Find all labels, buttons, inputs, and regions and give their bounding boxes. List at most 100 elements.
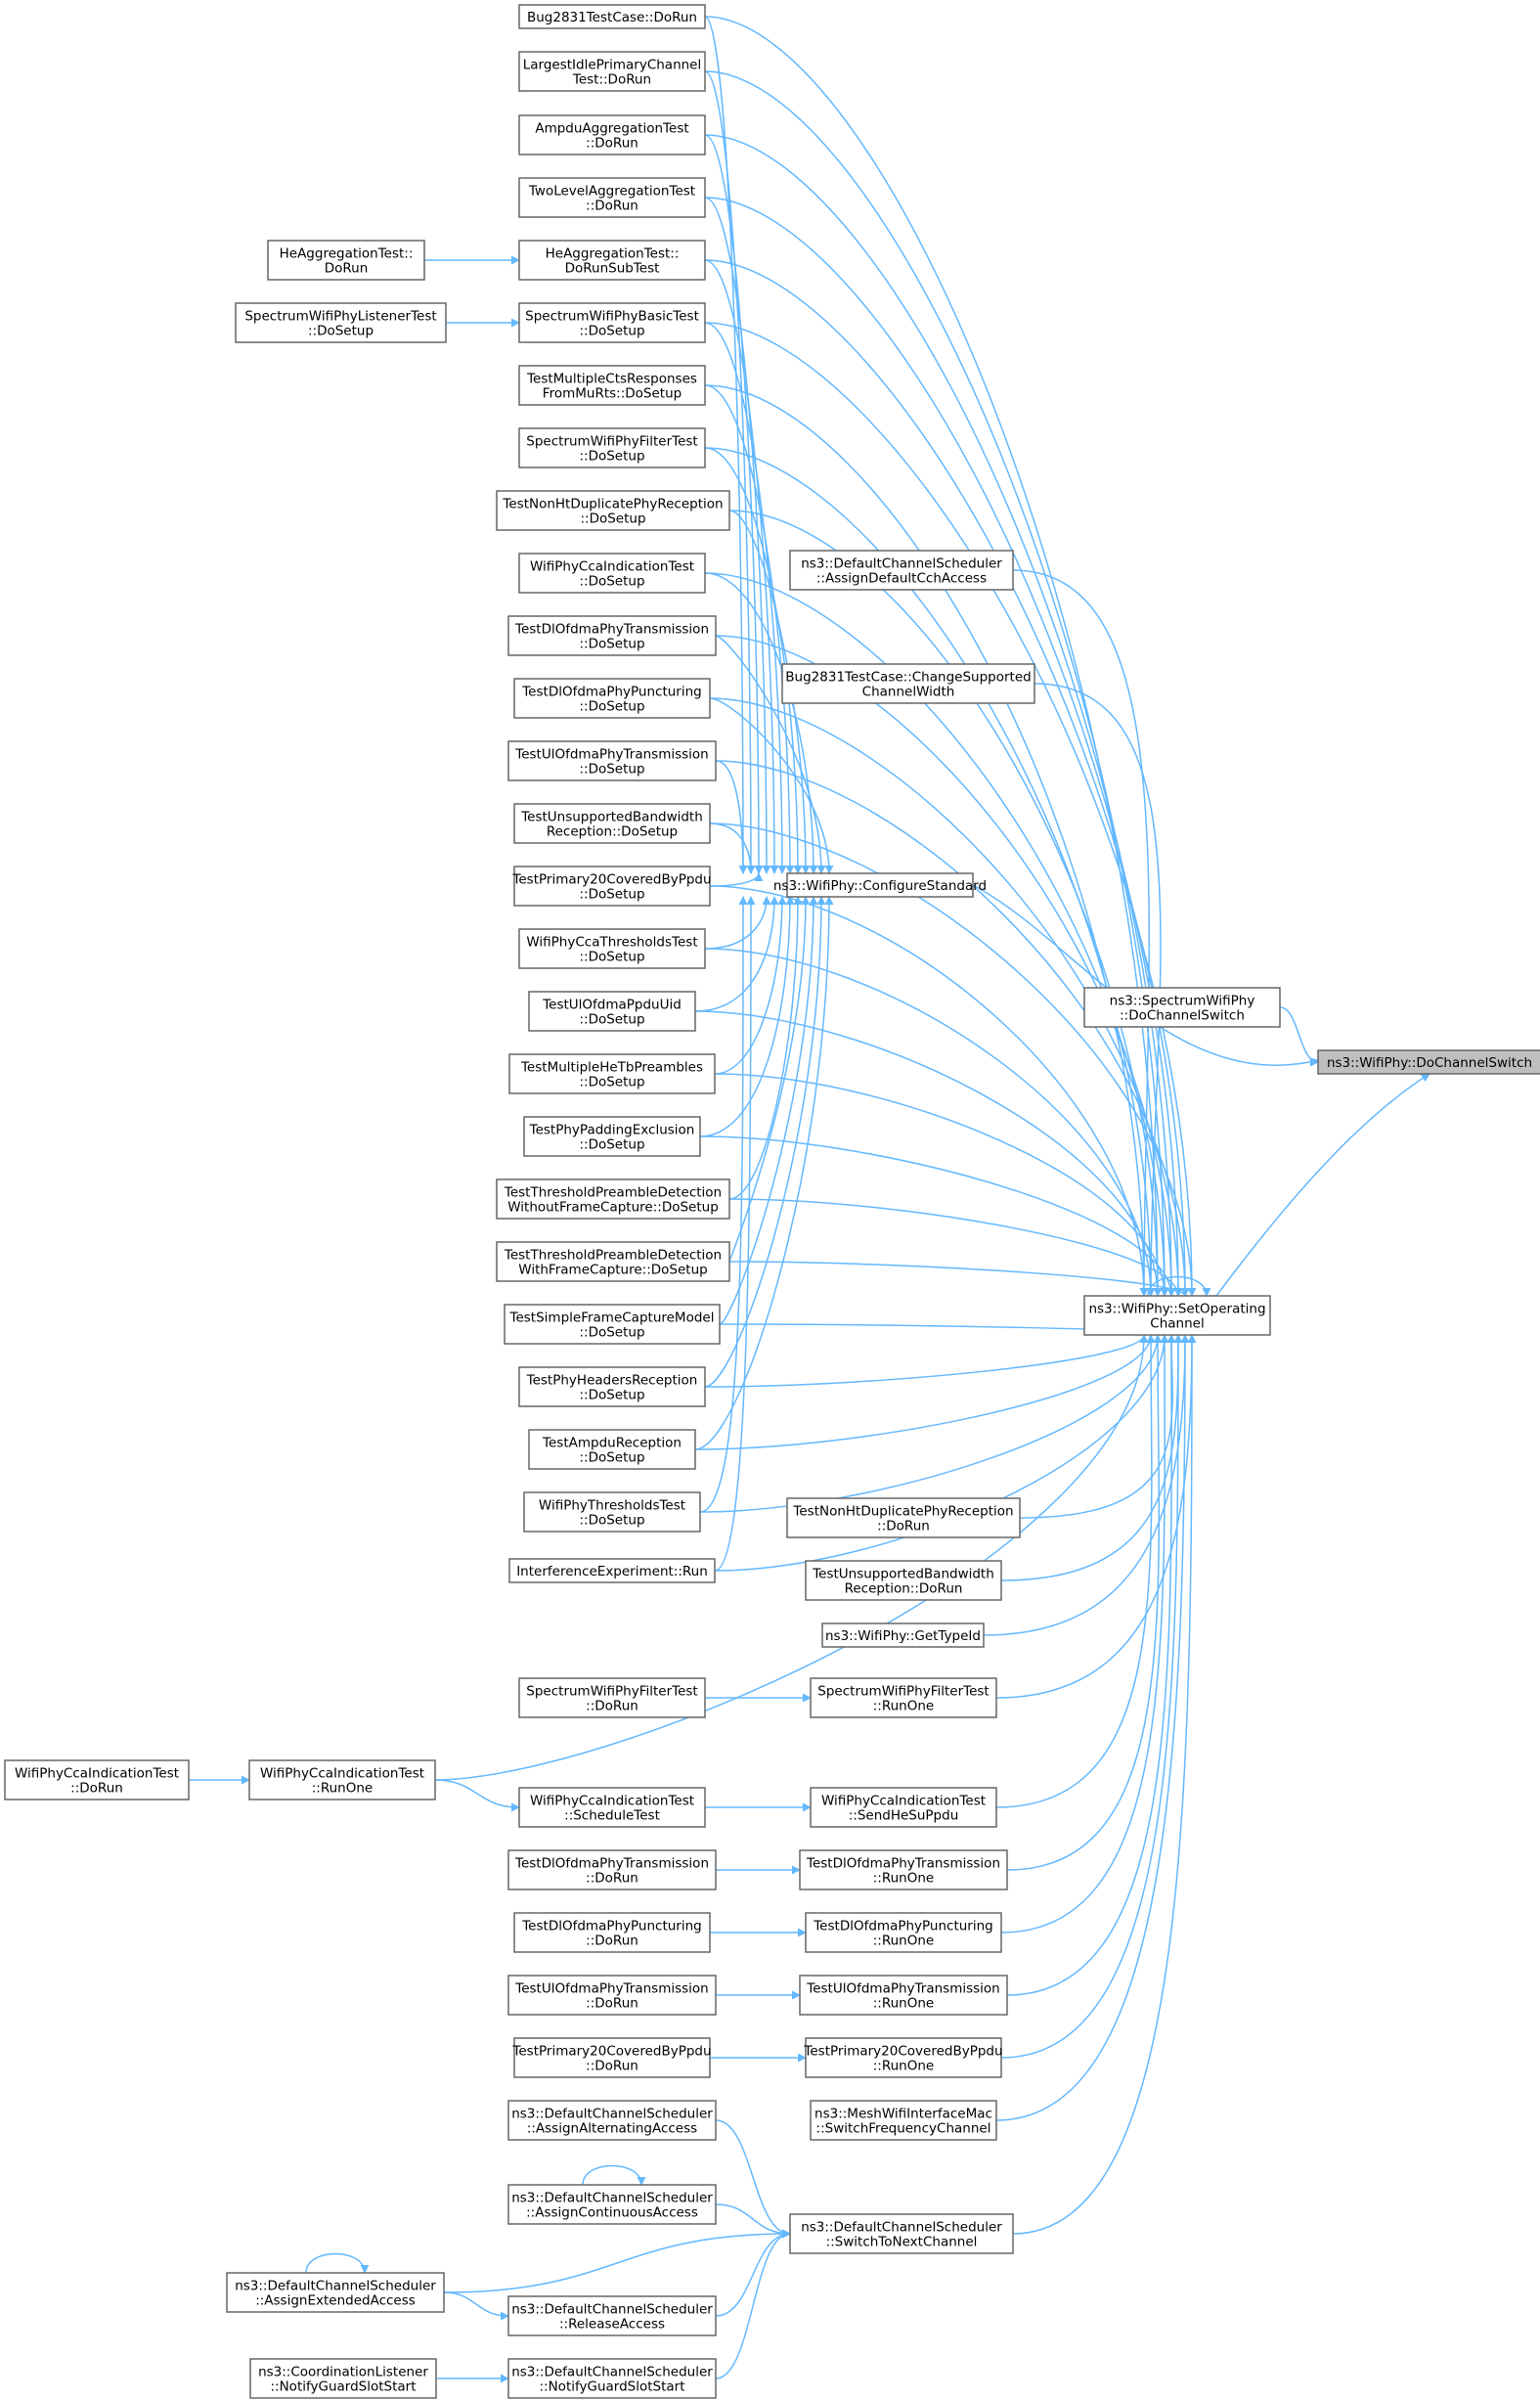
node-notifyguard_coord[interactable]: ns3::CoordinationListener::NotifyGuardSl… xyxy=(249,2358,437,2399)
node-assignextended[interactable]: ns3::DefaultChannelScheduler::AssignExte… xyxy=(226,2272,445,2313)
node-label: ChannelWidth xyxy=(862,685,955,700)
node-label: TwoLevelAggregationTest xyxy=(528,184,695,200)
node-thresh_with[interactable]: TestThresholdPreambleDetectionWithFrameC… xyxy=(496,1241,730,1282)
edge-paddingexcl-to-configurestandard xyxy=(699,896,795,1137)
node-label: ::DoSetup xyxy=(579,1012,644,1028)
graph-edges xyxy=(188,16,1430,2383)
node-assigndefaultcch[interactable]: ns3::DefaultChannelScheduler::AssignDefa… xyxy=(789,550,1014,591)
node-ulofdma_tx_dosetup[interactable]: TestUlOfdmaPhyTransmission::DoSetup xyxy=(507,740,717,781)
node-label: ::DoRun xyxy=(877,1519,930,1534)
node-label: ns3::SpectrumWifiPhy xyxy=(1110,994,1255,1009)
edge-ampdurecep-to-setoperatingchannel xyxy=(694,1334,1156,1450)
node-ccathresh[interactable]: WifiPhyCcaThresholdsTest::DoSetup xyxy=(518,928,706,969)
node-phyheaders[interactable]: TestPhyHeadersReception::DoSetup xyxy=(518,1366,706,1407)
node-label: ::DoSetup xyxy=(579,699,644,715)
node-multiplects[interactable]: TestMultipleCtsResponsesFromMuRts::DoSet… xyxy=(518,365,706,406)
node-filter_dorun[interactable]: SpectrumWifiPhyFilterTest::DoRun xyxy=(518,1677,706,1718)
node-dlofdma_punct_dosetup[interactable]: TestDlOfdmaPhyPuncturing::DoSetup xyxy=(513,678,711,719)
node-nonht_dosetup[interactable]: TestNonHtDuplicatePhyReception::DoSetup xyxy=(496,490,730,531)
node-cca_dosetup[interactable]: WifiPhyCcaIndicationTest::DoSetup xyxy=(518,553,706,594)
node-thresh_without[interactable]: TestThresholdPreambleDetectionWithoutFra… xyxy=(496,1178,730,1220)
node-cca_scheduletest[interactable]: WifiPhyCcaIndicationTest::ScheduleTest xyxy=(518,1787,706,1828)
edge-dlofdma_punct_runone-to-setoperatingchannel xyxy=(1000,1334,1169,1933)
edge-unsupported_dosetup-to-setoperatingchannel xyxy=(709,822,1197,1297)
edge-dlofdma_punct_dosetup-to-configurestandard xyxy=(709,697,834,874)
node-simplecapture[interactable]: TestSimpleFrameCaptureModel::DoSetup xyxy=(504,1304,721,1345)
node-changesupportedcw[interactable]: Bug2831TestCase::ChangeSupportedChannelW… xyxy=(781,663,1035,704)
graph-nodes: ns3::WifiPhy::DoChannelSwitch ns3::Spectr… xyxy=(4,4,1540,2399)
node-dlofdma_tx_runone[interactable]: TestDlOfdmaPhyTransmission::RunOne xyxy=(799,1849,1008,1890)
node-label: TestPhyPaddingExclusion xyxy=(529,1123,695,1138)
node-paddingexcl[interactable]: TestPhyPaddingExclusion::DoSetup xyxy=(523,1116,701,1157)
node-unsupported_dosetup[interactable]: TestUnsupportedBandwidthReception::DoSet… xyxy=(513,803,711,844)
node-primary20_dorun[interactable]: TestPrimary20CoveredByPpdu::DoRun xyxy=(511,2037,712,2078)
edge-bug2831_dorun-to-configurestandard xyxy=(704,16,748,874)
edge-cca_runone-to-cca_scheduletest xyxy=(434,1779,520,1812)
node-twolevelagg[interactable]: TwoLevelAggregationTest::DoRun xyxy=(518,177,706,218)
node-switchtonext[interactable]: ns3::DefaultChannelScheduler::SwitchToNe… xyxy=(789,2213,1014,2254)
node-multiplehetb[interactable]: TestMultipleHeTbPreambles::DoSetup xyxy=(508,1053,716,1094)
node-label: ::DoSetup xyxy=(308,324,374,339)
node-label: ::SendHeSuPpdu xyxy=(849,1808,959,1824)
node-meshswitch[interactable]: ns3::MeshWifiInterfaceMac::SwitchFrequen… xyxy=(810,2100,997,2141)
node-ulppduuid[interactable]: TestUlOfdmaPpduUid::DoSetup xyxy=(528,991,696,1032)
node-dlofdma_punct_dorun[interactable]: TestDlOfdmaPhyPuncturing::DoRun xyxy=(513,1912,711,1953)
node-cca_runone[interactable]: WifiPhyCcaIndicationTest::RunOne xyxy=(248,1759,436,1800)
node-cca_dorun[interactable]: WifiPhyCcaIndicationTest::DoRun xyxy=(4,1759,190,1800)
node-label: WifiPhyThresholdsTest xyxy=(539,1498,685,1514)
node-primary20_dosetup[interactable]: TestPrimary20CoveredByPpdu::DoSetup xyxy=(511,866,712,907)
node-label: Channel xyxy=(1150,1316,1204,1332)
node-spectrum_dochannelswitch[interactable]: ns3::SpectrumWifiPhy::DoChannelSwitch xyxy=(1083,987,1281,1028)
node-dlofdma_tx_dorun[interactable]: TestDlOfdmaPhyTransmission::DoRun xyxy=(507,1849,717,1890)
node-interference[interactable]: InterferenceExperiment::Run xyxy=(508,1558,716,1583)
node-assigncontinuous[interactable]: ns3::DefaultChannelScheduler::AssignCont… xyxy=(507,2184,717,2225)
edge-interference-to-configurestandard xyxy=(714,896,756,1572)
node-ulofdma_tx_dorun[interactable]: TestUlOfdmaPhyTransmission::DoRun xyxy=(507,1975,717,2016)
node-heagg_dorun[interactable]: HeAggregationTest::DoRun xyxy=(267,240,425,281)
edge-dlofdma_punct_dosetup-to-setoperatingchannel xyxy=(709,697,1183,1297)
node-label: FromMuRts::DoSetup xyxy=(543,386,682,402)
edge-ccathresh-to-setoperatingchannel xyxy=(704,948,1156,1297)
node-label: ns3::WifiPhy::GetTypeId xyxy=(825,1628,981,1644)
node-phythresholds[interactable]: WifiPhyThresholdsTest::DoSetup xyxy=(523,1491,701,1533)
node-notifyguard_sched[interactable]: ns3::DefaultChannelScheduler::NotifyGuar… xyxy=(507,2358,717,2399)
edge-spectrumbasic-to-setoperatingchannel xyxy=(704,322,1197,1297)
edge-phyheaders-to-configurestandard xyxy=(704,896,826,1388)
node-label: ::DoRun xyxy=(586,2059,638,2074)
node-label: ns3::WifiPhy::DoChannelSwitch xyxy=(1327,1055,1532,1071)
node-filter_dosetup[interactable]: SpectrumWifiPhyFilterTest::DoSetup xyxy=(518,427,706,468)
edge-phythresholds-to-setoperatingchannel xyxy=(699,1334,1163,1513)
node-label: TestPhyHeadersReception xyxy=(526,1373,698,1389)
node-assignalternating[interactable]: ns3::DefaultChannelScheduler::AssignAlte… xyxy=(507,2100,717,2141)
node-label: TestDlOfdmaPhyPuncturing xyxy=(521,1919,702,1934)
edge-dlofdma_tx_dosetup-to-setoperatingchannel xyxy=(715,635,1176,1297)
node-ulofdma_tx_runone[interactable]: TestUlOfdmaPhyTransmission::RunOne xyxy=(799,1975,1008,2016)
node-cca_sendhesu[interactable]: WifiPhyCcaIndicationTest::SendHeSuPpdu xyxy=(810,1787,997,1828)
node-dlofdma_punct_runone[interactable]: TestDlOfdmaPhyPuncturing::RunOne xyxy=(805,1912,1002,1953)
node-label: ::RunOne xyxy=(873,2059,934,2074)
node-label: LargestIdlePrimaryChannel xyxy=(523,58,702,73)
node-spectrumbasic[interactable]: SpectrumWifiPhyBasicTest::DoSetup xyxy=(518,302,706,343)
node-nonht_dorun[interactable]: TestNonHtDuplicatePhyReception::DoRun xyxy=(786,1497,1021,1538)
node-heagg_subtest[interactable]: HeAggregationTest::DoRunSubTest xyxy=(518,240,706,281)
node-ampduagg[interactable]: AmpduAggregationTest::DoRun xyxy=(518,114,706,156)
node-dlofdma_tx_dosetup[interactable]: TestDlOfdmaPhyTransmission::DoSetup xyxy=(507,615,717,656)
node-filter_runone[interactable]: SpectrumWifiPhyFilterTest::RunOne xyxy=(810,1677,997,1718)
node-spectrumlistener[interactable]: SpectrumWifiPhyListenerTest::DoSetup xyxy=(235,302,447,343)
node-bug2831_dorun[interactable]: Bug2831TestCase::DoRun xyxy=(518,4,706,29)
node-releaseaccess[interactable]: ns3::DefaultChannelScheduler::ReleaseAcc… xyxy=(507,2295,717,2336)
node-label: TestNonHtDuplicatePhyReception xyxy=(792,1504,1013,1520)
node-label: Reception::DoSetup xyxy=(547,824,678,840)
node-label: ::DoRun xyxy=(586,1996,638,2012)
edge-filter_runone-to-setoperatingchannel xyxy=(995,1334,1197,1699)
edge-assignextended-to-releaseaccess xyxy=(443,2291,509,2321)
node-primary20_runone[interactable]: TestPrimary20CoveredByPpdu::RunOne xyxy=(803,2037,1003,2078)
node-ampdurecep[interactable]: TestAmpduReception::DoSetup xyxy=(528,1429,696,1470)
node-label: ::NotifyGuardSlotStart xyxy=(539,2379,684,2395)
node-dochannelswitch[interactable]: ns3::WifiPhy::DoChannelSwitch xyxy=(1317,1049,1540,1075)
node-gettypeid[interactable]: ns3::WifiPhy::GetTypeId xyxy=(821,1622,985,1648)
node-configurestandard[interactable]: ns3::WifiPhy::ConfigureStandard xyxy=(773,872,987,898)
